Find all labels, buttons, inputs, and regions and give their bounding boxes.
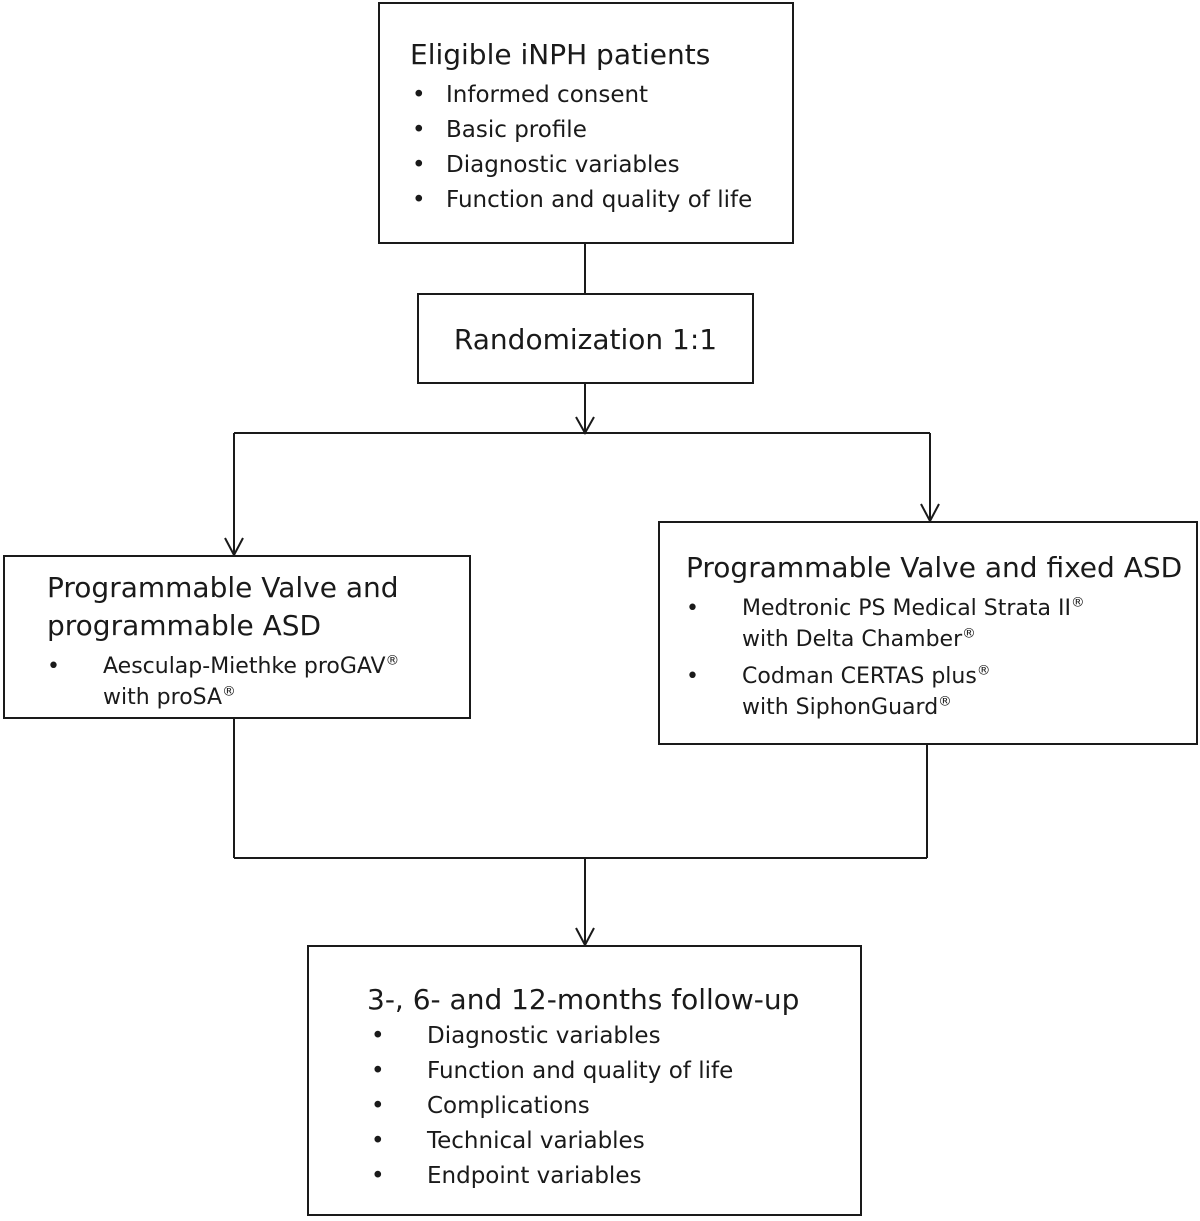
list-item: • Aesculap-Miethke proGAV® with proSA® bbox=[47, 651, 399, 713]
list-item: •Diagnostic variables bbox=[367, 1019, 733, 1054]
arm-fixed-asd-box: Programmable Valve and fixed ASD • Medtr… bbox=[658, 521, 1198, 745]
list-item: • Codman CERTAS plus® with SiphonGuard® bbox=[686, 661, 1085, 723]
list-item: •Basic profile bbox=[410, 113, 752, 148]
bullet-icon: • bbox=[412, 117, 426, 143]
list-item: •Endpoint variables bbox=[367, 1159, 733, 1194]
eligible-items-list: •Informed consent •Basic profile •Diagno… bbox=[410, 78, 752, 218]
device-name: Codman CERTAS plus® bbox=[742, 662, 991, 689]
device-name: Aesculap-Miethke proGAV® bbox=[103, 652, 400, 679]
device-addon: with SiphonGuard® bbox=[742, 693, 952, 720]
bullet-icon: • bbox=[412, 152, 426, 178]
arm-fixed-asd-list: • Medtronic PS Medical Strata II® with D… bbox=[686, 593, 1085, 729]
followup-title: 3-, 6- and 12-months follow-up bbox=[367, 983, 800, 1016]
eligible-patients-box: Eligible iNPH patients •Informed consent… bbox=[378, 2, 794, 244]
bullet-icon: • bbox=[371, 1023, 385, 1049]
bullet-icon: • bbox=[686, 664, 699, 689]
bullet-icon: • bbox=[371, 1163, 385, 1189]
bullet-icon: • bbox=[686, 596, 699, 621]
list-item: •Function and quality of life bbox=[410, 183, 752, 218]
arm-fixed-asd-title: Programmable Valve and fixed ASD bbox=[686, 551, 1183, 584]
list-item: •Complications bbox=[367, 1089, 733, 1124]
eligible-patients-title: Eligible iNPH patients bbox=[410, 38, 711, 71]
bullet-icon: • bbox=[371, 1093, 385, 1119]
followup-items-list: •Diagnostic variables •Function and qual… bbox=[367, 1019, 733, 1194]
list-item: •Function and quality of life bbox=[367, 1054, 733, 1089]
arm-programmable-asd-title: Programmable Valve and programmable ASD bbox=[47, 571, 399, 642]
device-name: Medtronic PS Medical Strata II® bbox=[742, 594, 1085, 621]
bullet-icon: • bbox=[412, 187, 426, 213]
bullet-icon: • bbox=[412, 82, 426, 108]
list-item: •Technical variables bbox=[367, 1124, 733, 1159]
arm-programmable-asd-box: Programmable Valve and programmable ASD … bbox=[3, 555, 471, 719]
list-item: •Diagnostic variables bbox=[410, 148, 752, 183]
arm-programmable-asd-list: • Aesculap-Miethke proGAV® with proSA® bbox=[47, 651, 399, 713]
device-addon: with Delta Chamber® bbox=[742, 625, 976, 652]
randomization-title: Randomization 1:1 bbox=[453, 323, 718, 356]
followup-box: 3-, 6- and 12-months follow-up •Diagnost… bbox=[307, 945, 862, 1216]
list-item: • Medtronic PS Medical Strata II® with D… bbox=[686, 593, 1085, 655]
device-addon: with proSA® bbox=[103, 683, 236, 710]
randomization-box: Randomization 1:1 bbox=[417, 293, 754, 384]
bullet-icon: • bbox=[371, 1128, 385, 1154]
bullet-icon: • bbox=[371, 1058, 385, 1084]
bullet-icon: • bbox=[47, 654, 60, 679]
list-item: •Informed consent bbox=[410, 78, 752, 113]
